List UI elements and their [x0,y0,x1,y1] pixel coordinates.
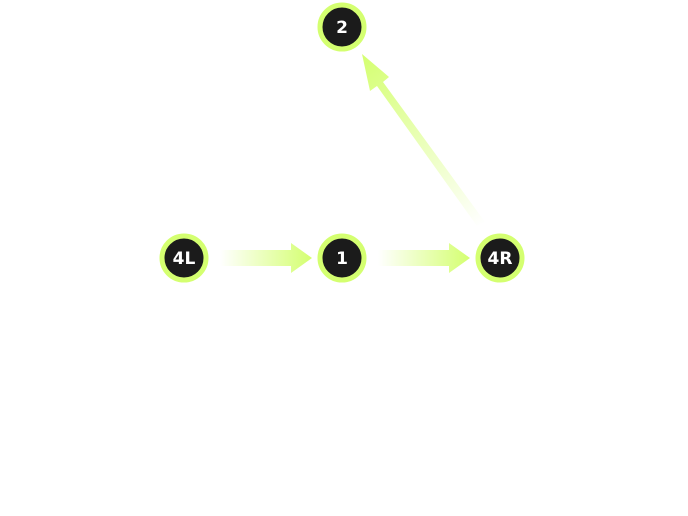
node-4l[interactable]: 4L [159,233,209,283]
node-4r[interactable]: 4R [475,233,525,283]
node-4r-label: 4R [488,249,513,269]
node-1[interactable]: 1 [317,233,367,283]
edge-4r-to-2 [362,54,485,226]
node-4r-circle [475,233,525,283]
node-4l-label: 4L [173,249,196,269]
node-1-label: 1 [336,249,348,269]
node-2-label: 2 [336,18,348,38]
arrow-4r-to-2 [362,54,485,226]
node-2-circle [317,2,367,52]
node-1-circle [317,233,367,283]
arrow-1-to-4r [378,243,470,273]
edge-1-to-4r [378,243,470,273]
arrow-4l-to-1 [220,243,312,273]
node-2[interactable]: 2 [317,2,367,52]
node-4l-circle [159,233,209,283]
edge-4l-to-1 [220,243,312,273]
